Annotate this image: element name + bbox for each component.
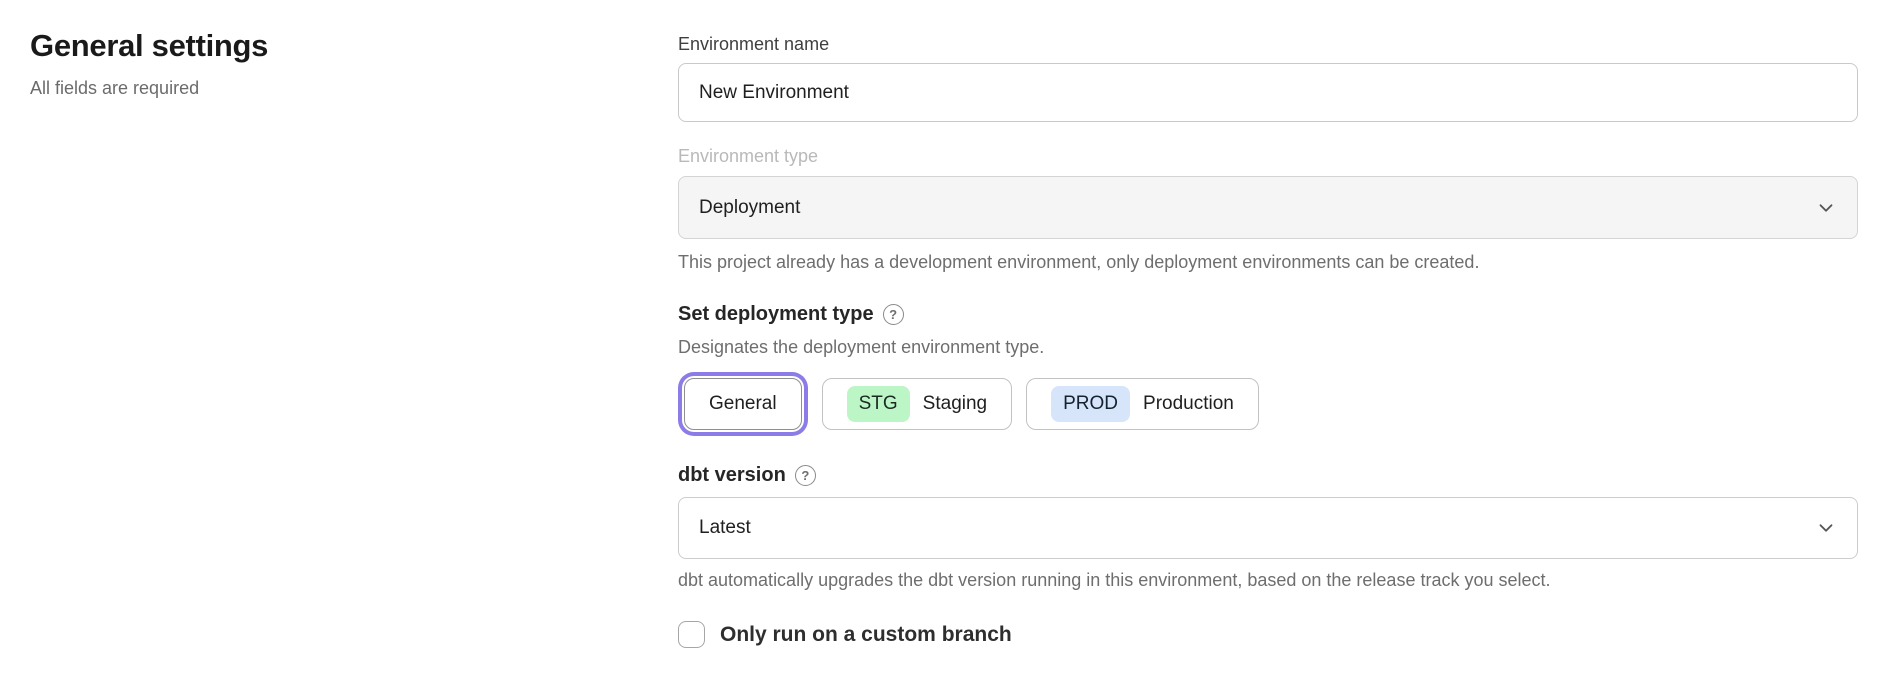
- stg-badge: STG: [846, 386, 910, 422]
- environment-type-label: Environment type: [678, 146, 819, 166]
- custom-branch-row: Only run on a custom branch: [678, 621, 1858, 648]
- page-title: General settings: [30, 28, 269, 63]
- settings-form: Environment name Environment type Deploy…: [678, 26, 1858, 648]
- environment-name-label: Environment name: [678, 34, 830, 54]
- dbt-version-header: dbt version ?: [678, 462, 1858, 488]
- deployment-type-options: General STG Staging PROD Production: [678, 372, 1858, 436]
- deployment-type-production-button[interactable]: PROD Production: [1026, 378, 1259, 430]
- custom-branch-label: Only run on a custom branch: [720, 622, 1012, 646]
- environment-type-value: Deployment: [699, 196, 801, 218]
- dbt-version-label: dbt version: [678, 464, 786, 486]
- deployment-type-header: Set deployment type ?: [678, 301, 1858, 327]
- deployment-type-label: Set deployment type: [678, 303, 874, 325]
- help-icon[interactable]: ?: [794, 464, 816, 486]
- deployment-type-staging-button[interactable]: STG Staging: [821, 378, 1013, 430]
- production-button-label: Production: [1143, 393, 1234, 414]
- chevron-down-icon: [1815, 517, 1837, 539]
- deployment-type-general-button[interactable]: General: [684, 378, 802, 430]
- dbt-version-helper: dbt automatically upgrades the dbt versi…: [678, 570, 1551, 590]
- dbt-version-select[interactable]: Latest: [678, 497, 1858, 559]
- chevron-down-icon: [1815, 197, 1837, 219]
- custom-branch-checkbox[interactable]: [678, 621, 705, 648]
- page-subtitle: All fields are required: [30, 78, 200, 98]
- staging-button-label: Staging: [922, 393, 988, 414]
- environment-type-select: Deployment: [678, 176, 1858, 239]
- general-settings-page: General settings All fields are required…: [30, 26, 1858, 648]
- environment-type-helper: This project already has a development e…: [678, 252, 1480, 272]
- deployment-type-helper: Designates the deployment environment ty…: [678, 337, 1045, 357]
- help-icon[interactable]: ?: [882, 303, 904, 325]
- section-intro: General settings All fields are required: [30, 26, 678, 648]
- dbt-version-value: Latest: [699, 517, 751, 538]
- prod-badge: PROD: [1051, 386, 1131, 422]
- general-button-label: General: [709, 393, 777, 414]
- environment-name-input[interactable]: [678, 63, 1858, 122]
